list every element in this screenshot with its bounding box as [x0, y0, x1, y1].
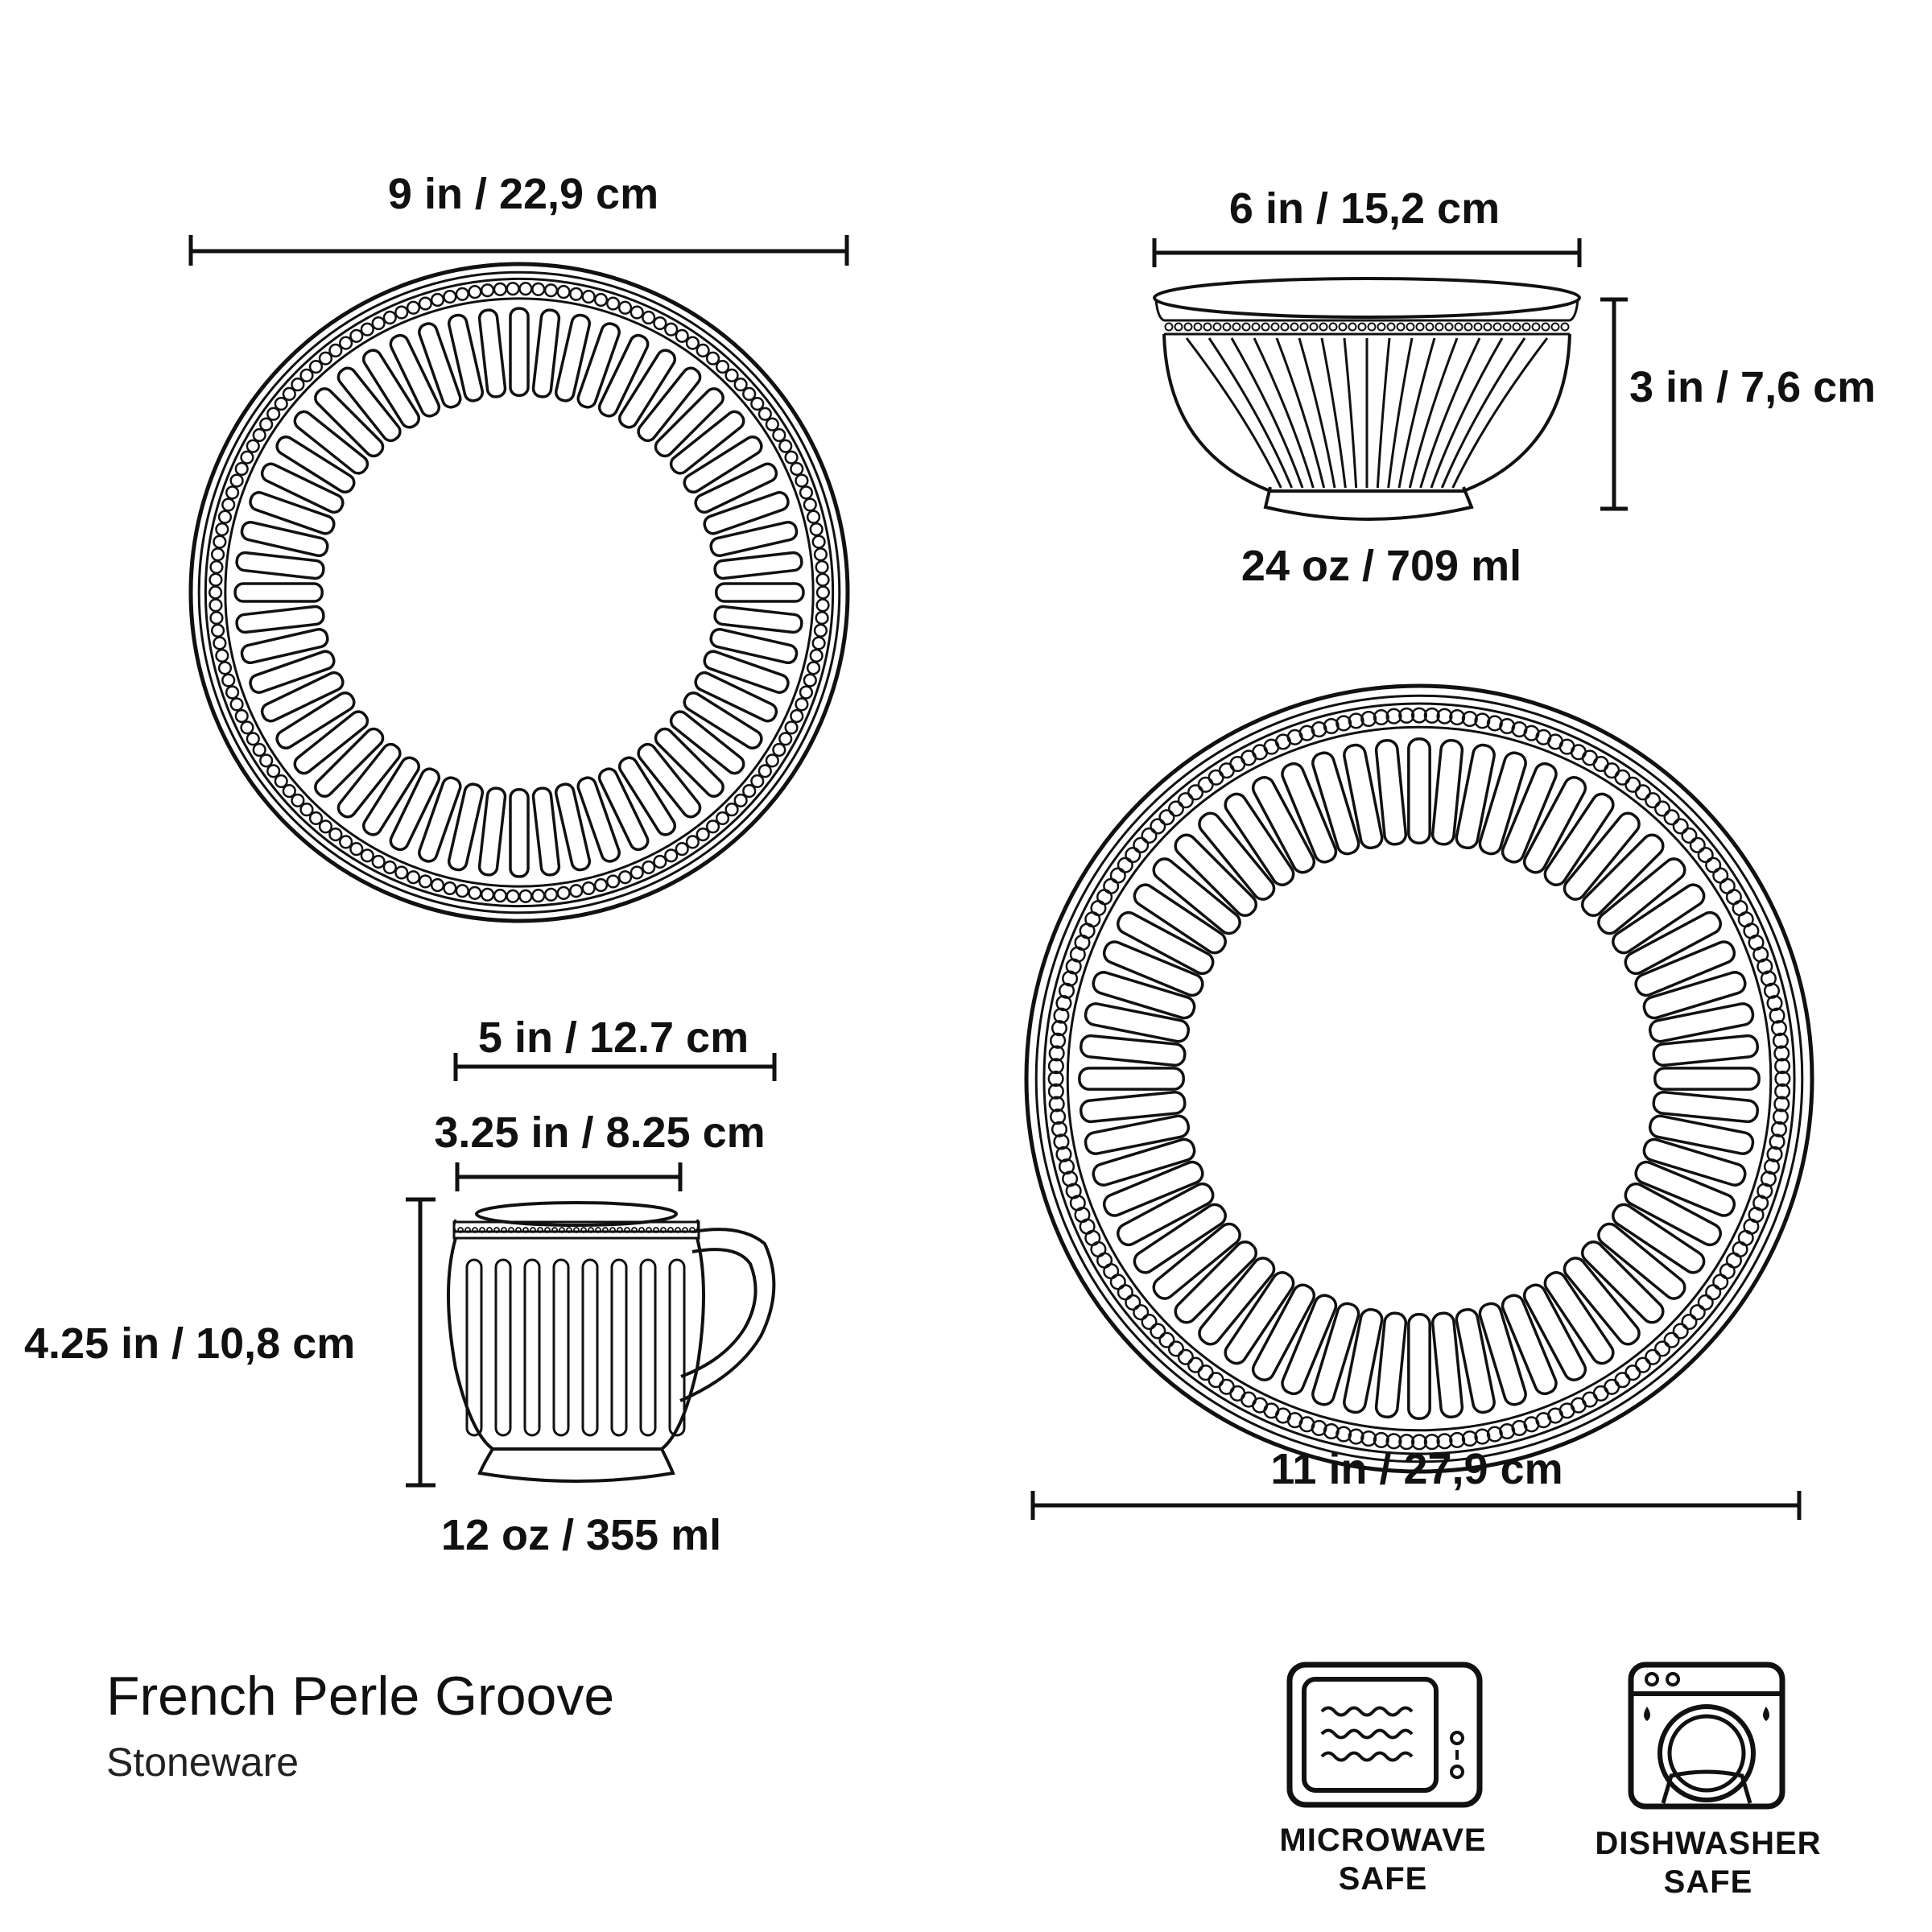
dishwasher-icon	[1628, 1662, 1785, 1810]
microwave-label-line1: MICROWAVE	[1279, 1823, 1487, 1858]
bowl-diameter-label: 6 in / 15,2 cm	[1228, 184, 1501, 233]
mug-height-label: 4.25 in / 10,8 cm	[24, 1319, 356, 1368]
product-material: Stoneware	[106, 1740, 299, 1785]
mug-rim-label: 3.25 in / 8.25 cm	[434, 1108, 766, 1157]
salad-plate-diameter-label: 9 in / 22,9 cm	[387, 170, 659, 218]
dishwasher-label-line1: DISHWASHER	[1595, 1826, 1822, 1861]
mug-width-label: 5 in / 12.7 cm	[477, 1013, 749, 1062]
microwave-label-line2: SAFE	[1338, 1861, 1428, 1897]
mug-capacity-label: 12 oz / 355 ml	[440, 1511, 722, 1559]
product-name: French Perle Groove	[106, 1666, 615, 1727]
dinner-plate-diameter-label: 11 in / 27,9 cm	[1270, 1445, 1563, 1493]
dishwasher-label-line2: SAFE	[1663, 1864, 1753, 1900]
bowl-capacity-label: 24 oz / 709 ml	[1241, 542, 1522, 590]
microwave-icon	[1286, 1662, 1483, 1808]
bowl-height-label: 3 in / 7,6 cm	[1629, 363, 1876, 411]
